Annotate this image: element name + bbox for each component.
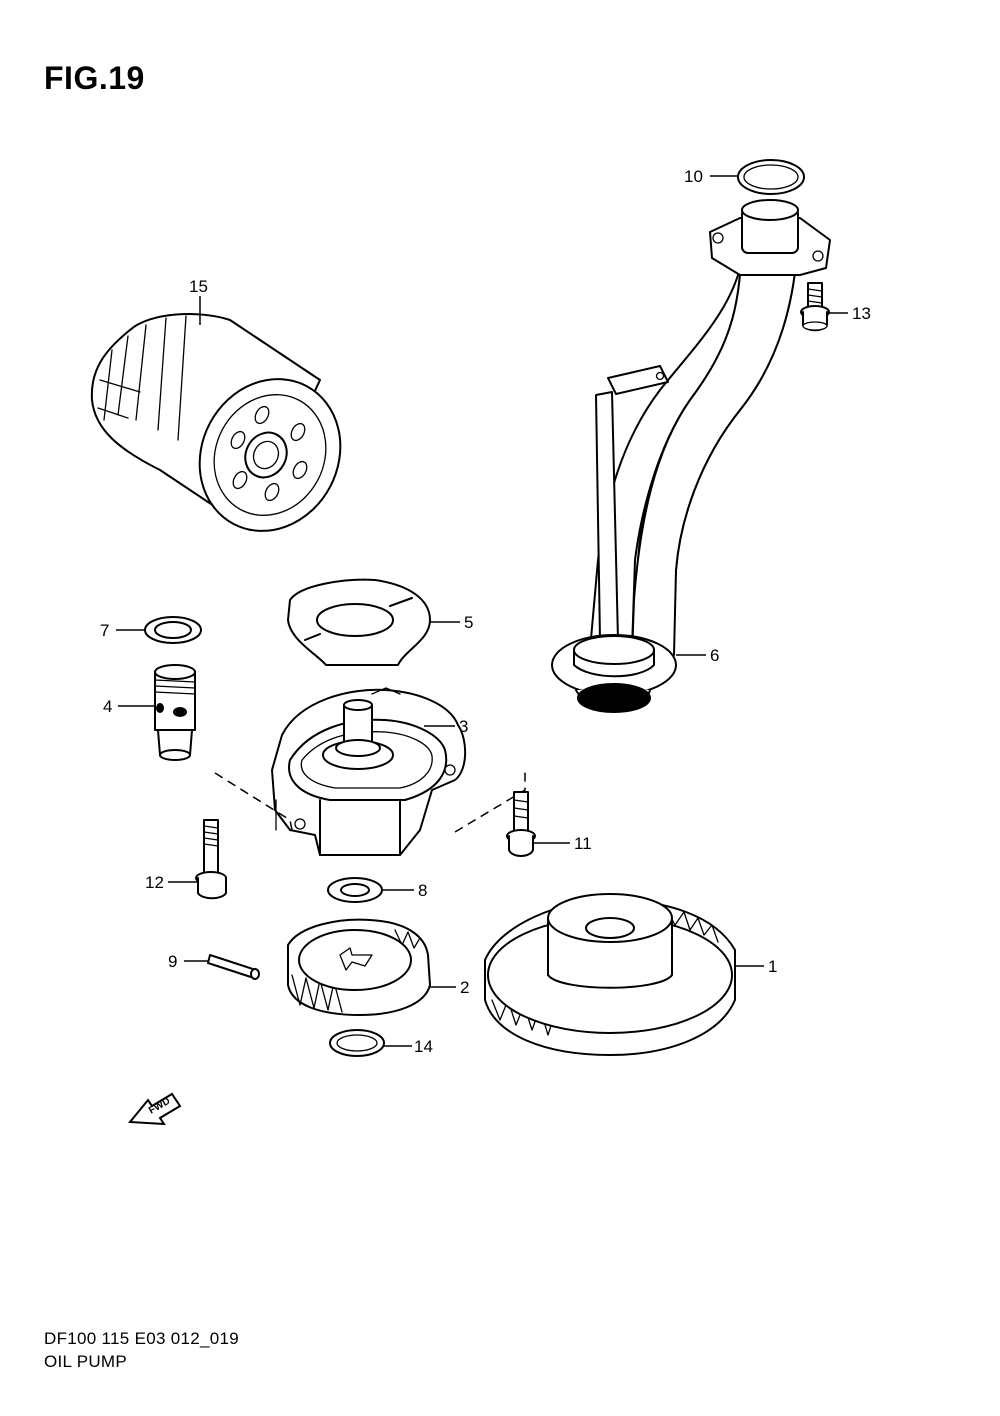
callouts: 1 2 3 4 5 6 7 8 9 10 11 12 13 14 15: [100, 167, 871, 1056]
part-6-oil-strainer[interactable]: [551, 199, 831, 713]
callout-8: 8: [418, 881, 427, 900]
callout-3: 3: [459, 717, 468, 736]
part-10-o-ring[interactable]: [737, 159, 805, 195]
part-3-oil-pump-body[interactable]: [271, 687, 467, 856]
callout-14: 14: [414, 1037, 433, 1056]
part-7-washer[interactable]: [144, 616, 202, 644]
callout-10: 10: [684, 167, 703, 186]
part-9-pin[interactable]: [207, 954, 260, 980]
diagram-caption: OIL PUMP: [44, 1352, 128, 1371]
part-12-bolt[interactable]: [195, 819, 227, 900]
callout-6: 6: [710, 646, 719, 665]
callout-1: 1: [768, 957, 777, 976]
part-1-outer-gear[interactable]: [484, 893, 736, 1056]
callout-13: 13: [852, 304, 871, 323]
assembly-guide-lines: [214, 770, 526, 833]
callout-12: 12: [145, 873, 164, 892]
fwd-arrow-icon: FWD: [127, 1092, 182, 1126]
callout-2: 2: [460, 978, 469, 997]
part-5-gasket[interactable]: [287, 578, 431, 666]
callout-5: 5: [464, 613, 473, 632]
callout-11: 11: [574, 834, 592, 853]
part-14-circlip[interactable]: [329, 1029, 385, 1057]
figure-title: FIG.19: [44, 60, 145, 96]
part-13-bolt[interactable]: [800, 282, 830, 332]
callout-9: 9: [168, 952, 177, 971]
footer: DF100 115 E03 012_019 OIL PUMP: [44, 1327, 239, 1373]
part-11-bolt[interactable]: [506, 791, 536, 857]
part-2-inner-gear[interactable]: [287, 918, 431, 1016]
part-8-washer[interactable]: [327, 877, 383, 903]
part-4-relief-plug[interactable]: [154, 664, 196, 761]
callout-15: 15: [189, 277, 208, 296]
callout-7: 7: [100, 621, 109, 640]
diagram-code: DF100 115 E03 012_019: [44, 1329, 240, 1348]
part-15-oil-filter[interactable]: [90, 313, 367, 556]
callout-4: 4: [103, 697, 112, 716]
